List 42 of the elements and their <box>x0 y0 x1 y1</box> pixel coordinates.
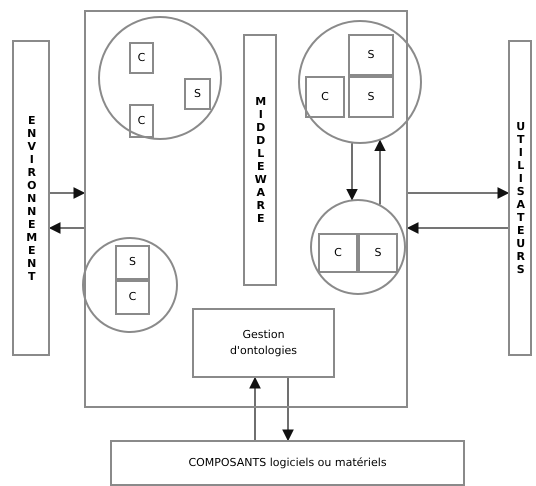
component-box <box>305 76 345 118</box>
arrow <box>48 222 84 234</box>
box-label: Gestion d'ontologies <box>228 326 298 359</box>
arrow <box>50 187 86 199</box>
box-label: S <box>368 46 374 63</box>
box-label: COMPOSANTS logiciels ou matériels <box>188 454 387 471</box>
box-label: C <box>321 88 329 105</box>
arrow <box>374 140 386 204</box>
middleware-bar <box>243 34 277 286</box>
vertical-label: MIDDLEWARE <box>253 95 268 225</box>
box-label: C <box>138 112 146 129</box>
component-circle <box>98 16 222 140</box>
vertical-text-box <box>508 40 532 356</box>
box-label: S <box>194 86 201 102</box>
component-circle <box>298 20 422 144</box>
process-box <box>110 440 465 486</box>
vertical-label: UTILISATEURS <box>513 120 528 276</box>
component-box <box>115 280 150 315</box>
arrow <box>282 378 294 442</box>
arrow <box>406 222 508 234</box>
arrow <box>249 376 261 440</box>
component-box <box>348 76 394 118</box>
component-box <box>115 245 150 280</box>
component-box <box>358 233 398 273</box>
box-label: C <box>334 244 342 261</box>
box-label: S <box>129 254 136 270</box>
arrow <box>408 187 510 199</box>
box-label: C <box>128 289 136 306</box>
component-box <box>129 104 154 138</box>
component-box <box>318 233 358 273</box>
vertical-text-box <box>12 40 50 356</box>
component-box <box>348 34 394 76</box>
box-label: C <box>138 50 146 66</box>
arrow <box>346 143 358 201</box>
component-circle <box>82 237 178 333</box>
box-label: S <box>368 88 374 105</box>
vertical-label: ENVIRONNEMENT <box>24 114 40 282</box>
box-label: S <box>374 244 382 261</box>
component-box <box>129 42 154 74</box>
component-circle <box>310 199 406 295</box>
component-box <box>184 78 211 110</box>
process-box <box>192 308 335 378</box>
